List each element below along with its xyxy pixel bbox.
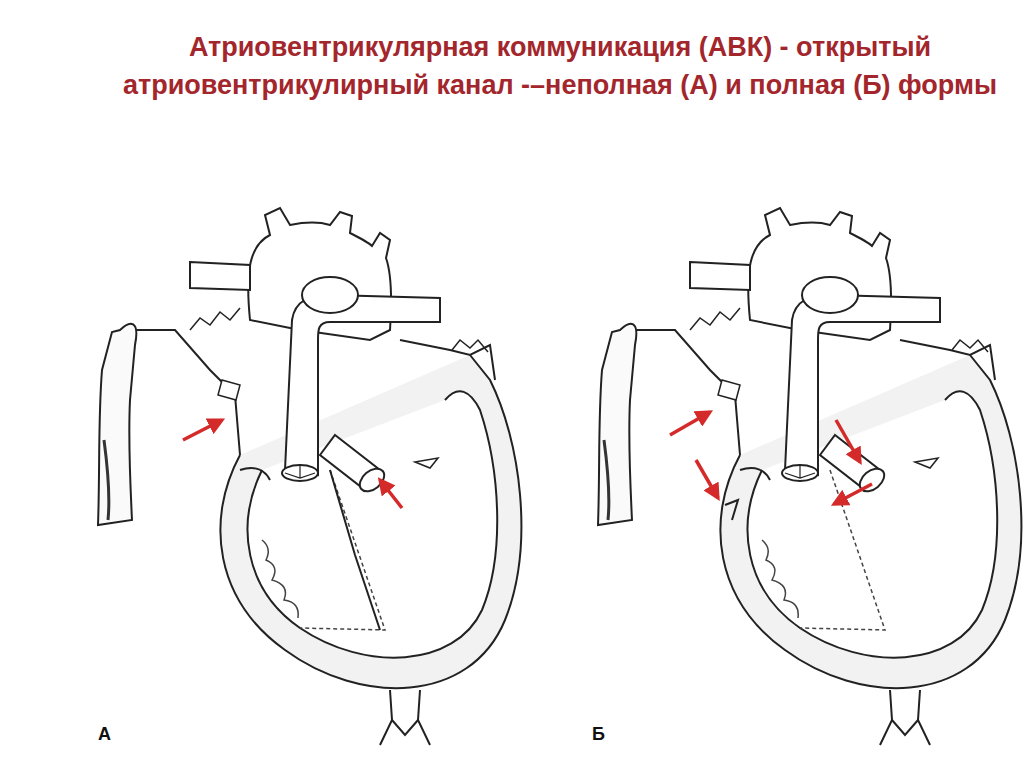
heart-a <box>98 208 521 745</box>
flow-arrows <box>183 412 872 508</box>
panel-label: Б <box>592 724 605 744</box>
heart-b <box>598 208 1021 745</box>
slide-title: Атриовентрикулярная коммуникация (АВК) -… <box>110 28 1010 104</box>
panel-label: А <box>98 724 111 744</box>
